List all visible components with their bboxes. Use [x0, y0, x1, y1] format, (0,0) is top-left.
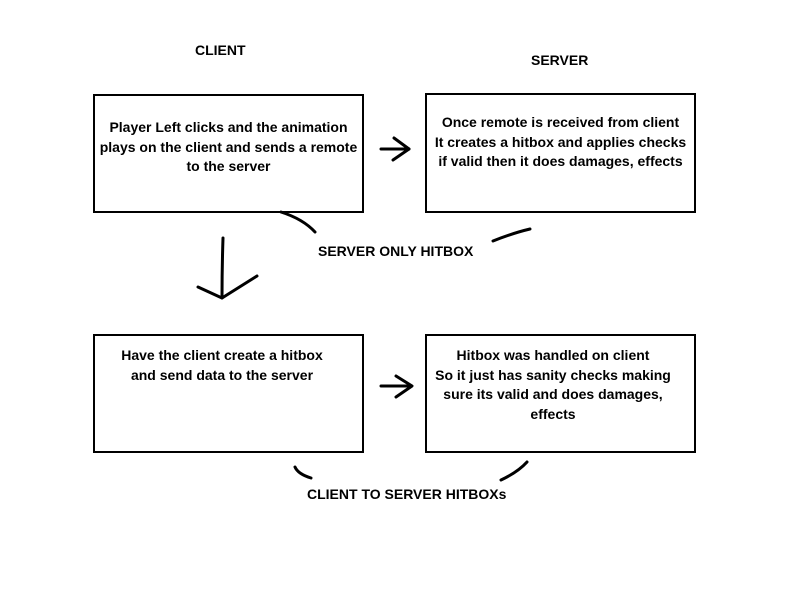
arrow-right-bottom-head [394, 374, 414, 399]
client-hitbox-box [93, 334, 364, 453]
server-sanity-line-4: effects [530, 405, 576, 422]
client-animation-line-3: to the server [186, 158, 271, 174]
server-hitbox-line-1: Once remote is received from client [441, 114, 680, 130]
server-hitbox-box [425, 93, 696, 213]
client-hitbox-line-2: and send data to the server [130, 366, 314, 383]
server-sanity-text: Hitbox was handled on client So it just … [425, 346, 681, 424]
server-hitbox-line-2: It creates a hitbox and applies checks [434, 133, 687, 150]
server-sanity-line-3: sure its valid and does damages, [443, 386, 663, 402]
client-to-server-bracket-right [499, 460, 529, 482]
server-sanity-box [425, 334, 696, 453]
client-to-server-hitbox-label: CLIENT TO SERVER HITBOXs [307, 486, 507, 502]
client-animation-text: Player Left clicks and the animation pla… [93, 118, 364, 177]
arrow-down-head [196, 274, 259, 300]
server-header: SERVER [531, 52, 589, 68]
client-animation-line-1: Player Left clicks and the animation [109, 119, 348, 135]
client-hitbox-text: Have the client create a hitbox and send… [93, 346, 351, 385]
server-hitbox-line-3: if valid then it does damages, effects [438, 153, 683, 169]
arrow-right-top-head [391, 136, 411, 162]
client-animation-line-2: plays on the client and sends a remote [99, 138, 358, 155]
client-animation-box [93, 94, 364, 213]
server-only-bracket-left [279, 210, 317, 234]
server-only-hitbox-label: SERVER ONLY HITBOX [318, 243, 474, 259]
server-only-bracket-right [491, 227, 532, 243]
client-hitbox-line-1: Have the client create a hitbox [121, 347, 323, 363]
client-to-server-bracket-left [293, 465, 313, 480]
server-sanity-line-1: Hitbox was handled on client [456, 347, 650, 363]
arrow-down [220, 236, 225, 300]
client-header: CLIENT [195, 42, 246, 58]
server-hitbox-text: Once remote is received from client It c… [425, 113, 696, 172]
server-sanity-line-2: So it just has sanity checks making [435, 366, 671, 383]
